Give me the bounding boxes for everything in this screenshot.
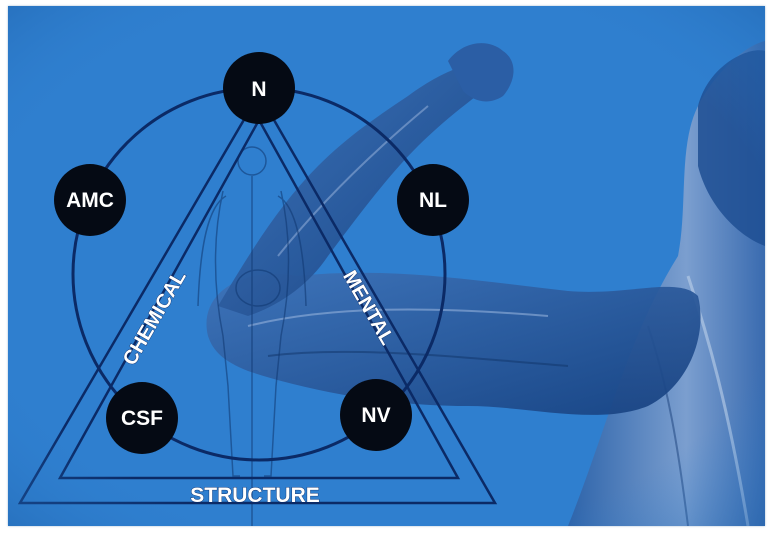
side-label-chemical: CHEMICAL [119, 267, 191, 369]
node-amc: AMC [54, 164, 126, 236]
node-csf: CSF [106, 382, 178, 454]
svg-text:AMC: AMC [66, 189, 114, 212]
node-nl: NL [397, 164, 469, 236]
svg-text:NL: NL [419, 189, 447, 212]
shoulder-back-anatomy [568, 41, 765, 526]
triad-diagram: CHEMICAL MENTAL STRUCTURE N AMC NL CSF N… [8, 6, 765, 526]
side-label-structure: STRUCTURE [190, 484, 320, 507]
node-n: N [223, 52, 295, 124]
svg-text:CSF: CSF [121, 407, 163, 430]
svg-text:NV: NV [361, 404, 390, 427]
node-nv: NV [340, 379, 412, 451]
diagram-frame: CHEMICAL MENTAL STRUCTURE N AMC NL CSF N… [8, 6, 765, 526]
svg-text:N: N [251, 78, 266, 101]
